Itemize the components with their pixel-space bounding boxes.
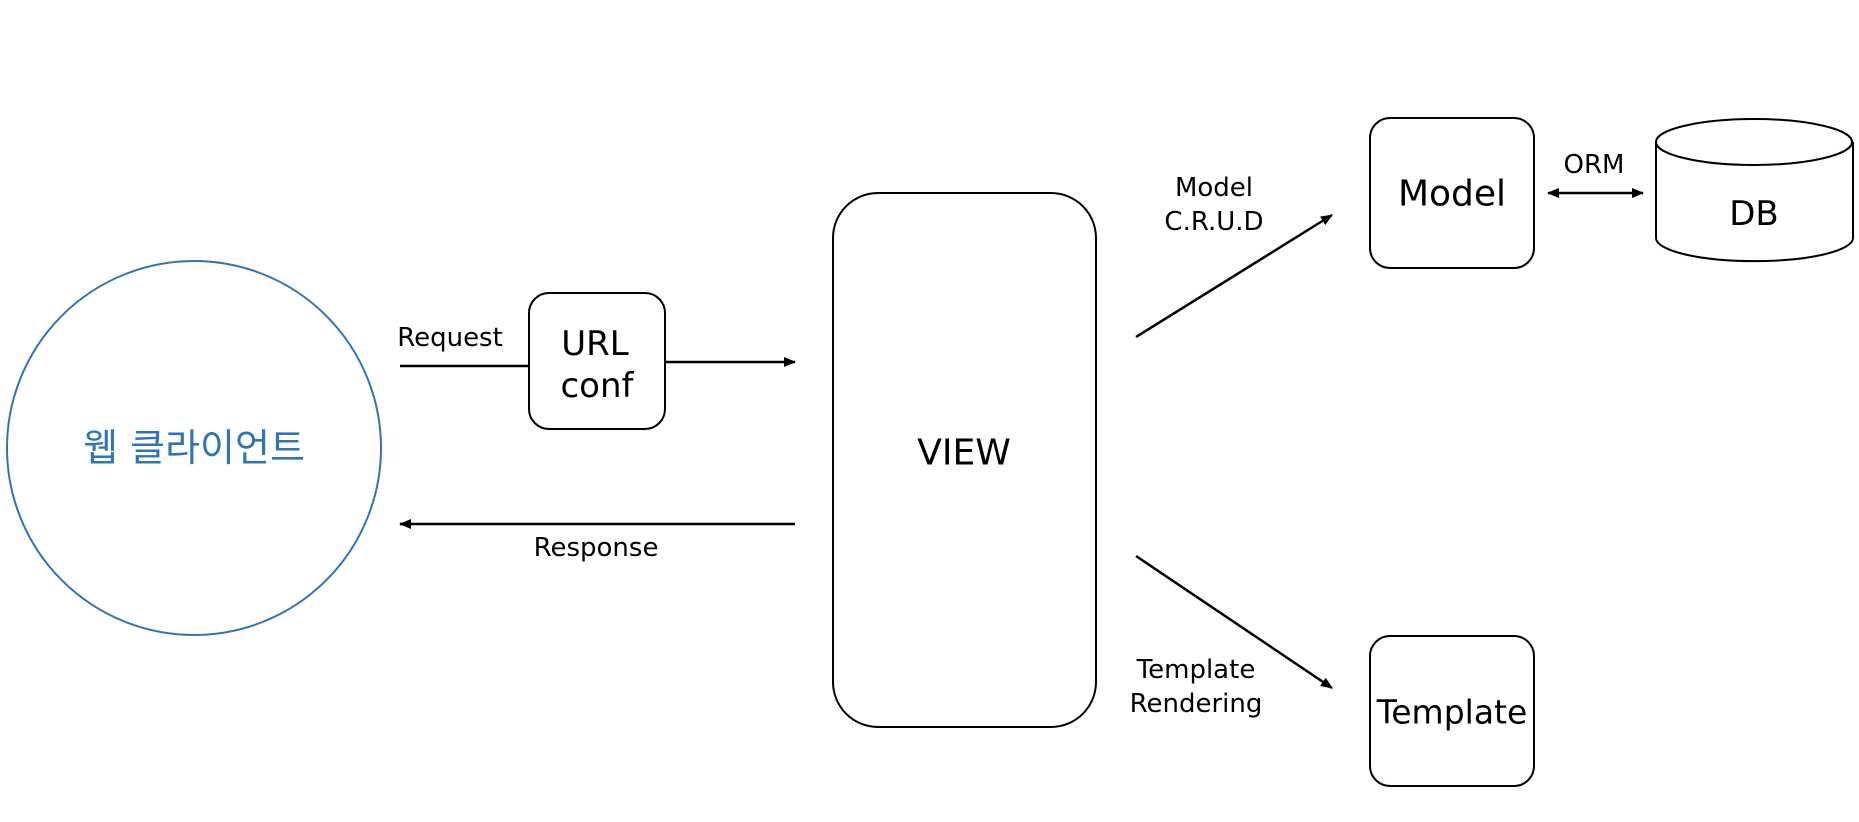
template-label: Template [1376,693,1528,732]
template-rendering-label-line1: Template [1136,655,1256,685]
web-client-node: 웹 클라이언트 [6,260,382,636]
db-node: DB [1655,118,1854,263]
model-label: Model [1398,174,1506,215]
response-label: Response [534,533,659,563]
db-cylinder-body [1655,142,1854,263]
request-label: Request [397,323,503,353]
template-box [1369,635,1535,787]
template-rendering-label-line2: Rendering [1130,689,1263,719]
view-to-model-arrow [1135,213,1333,339]
model-crud-label-line1: Model [1175,173,1253,203]
model-crud-label-line2: C.R.U.D [1164,207,1263,237]
urlconf-label-line1: URL [561,324,629,364]
db-label: DB [1729,194,1779,234]
view-box [832,192,1097,728]
web-client-label: 웹 클라이언트 [83,426,305,470]
model-node: Model [1369,117,1535,269]
model-box [1369,117,1535,269]
view-node: VIEW [832,192,1097,728]
view-label: VIEW [917,433,1011,474]
orm-label: ORM [1564,150,1625,180]
view-to-template-arrow [1135,554,1333,690]
urlconf-label-line2: conf [560,366,634,406]
template-node: Template [1369,635,1535,787]
urlconf-node: URL conf [528,292,666,430]
web-client-circle [6,260,382,636]
db-cylinder-top [1655,118,1853,166]
